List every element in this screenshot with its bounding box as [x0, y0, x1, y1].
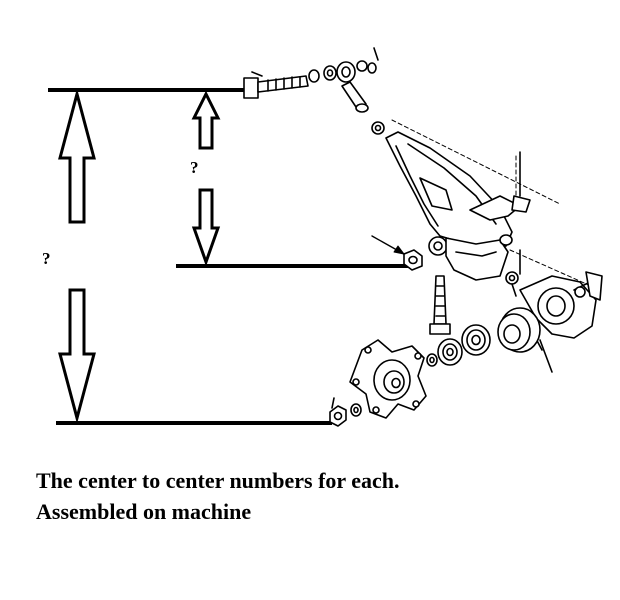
upper-up-arrow	[191, 90, 221, 150]
upper-bolt-icon	[243, 71, 309, 99]
pivot-nut-icon	[403, 249, 423, 271]
wheel-hub-icon	[349, 339, 427, 419]
shock-bolt-icon	[429, 275, 451, 335]
axle-nut-icon	[329, 405, 347, 427]
washer-icon	[426, 353, 438, 367]
spacer-icon	[371, 121, 385, 135]
seal-ring-icon	[497, 307, 541, 353]
suspension-arm-icon	[385, 131, 531, 281]
nut-icon	[356, 60, 368, 72]
bearing-icon	[461, 324, 491, 356]
overall-dimension-label: ?	[42, 249, 51, 268]
caption-line-2: Assembled on machine	[36, 499, 252, 524]
upper-dimension-label: ?	[190, 158, 199, 177]
bearing-icon	[437, 338, 463, 366]
lock-nut-icon	[505, 271, 519, 297]
caption-line-1: The center to center numbers for each.	[36, 468, 400, 493]
overall-up-arrow	[58, 88, 96, 224]
upper-down-arrow	[191, 188, 221, 267]
overall-down-arrow	[58, 288, 96, 424]
washer-icon	[350, 403, 362, 417]
diagram-caption: The center to center numbers for each. A…	[36, 465, 606, 527]
washer-icon	[308, 69, 320, 83]
bushing-icon	[323, 65, 337, 81]
pointer-arrowhead	[393, 245, 405, 255]
rod-end-icon	[336, 61, 369, 113]
